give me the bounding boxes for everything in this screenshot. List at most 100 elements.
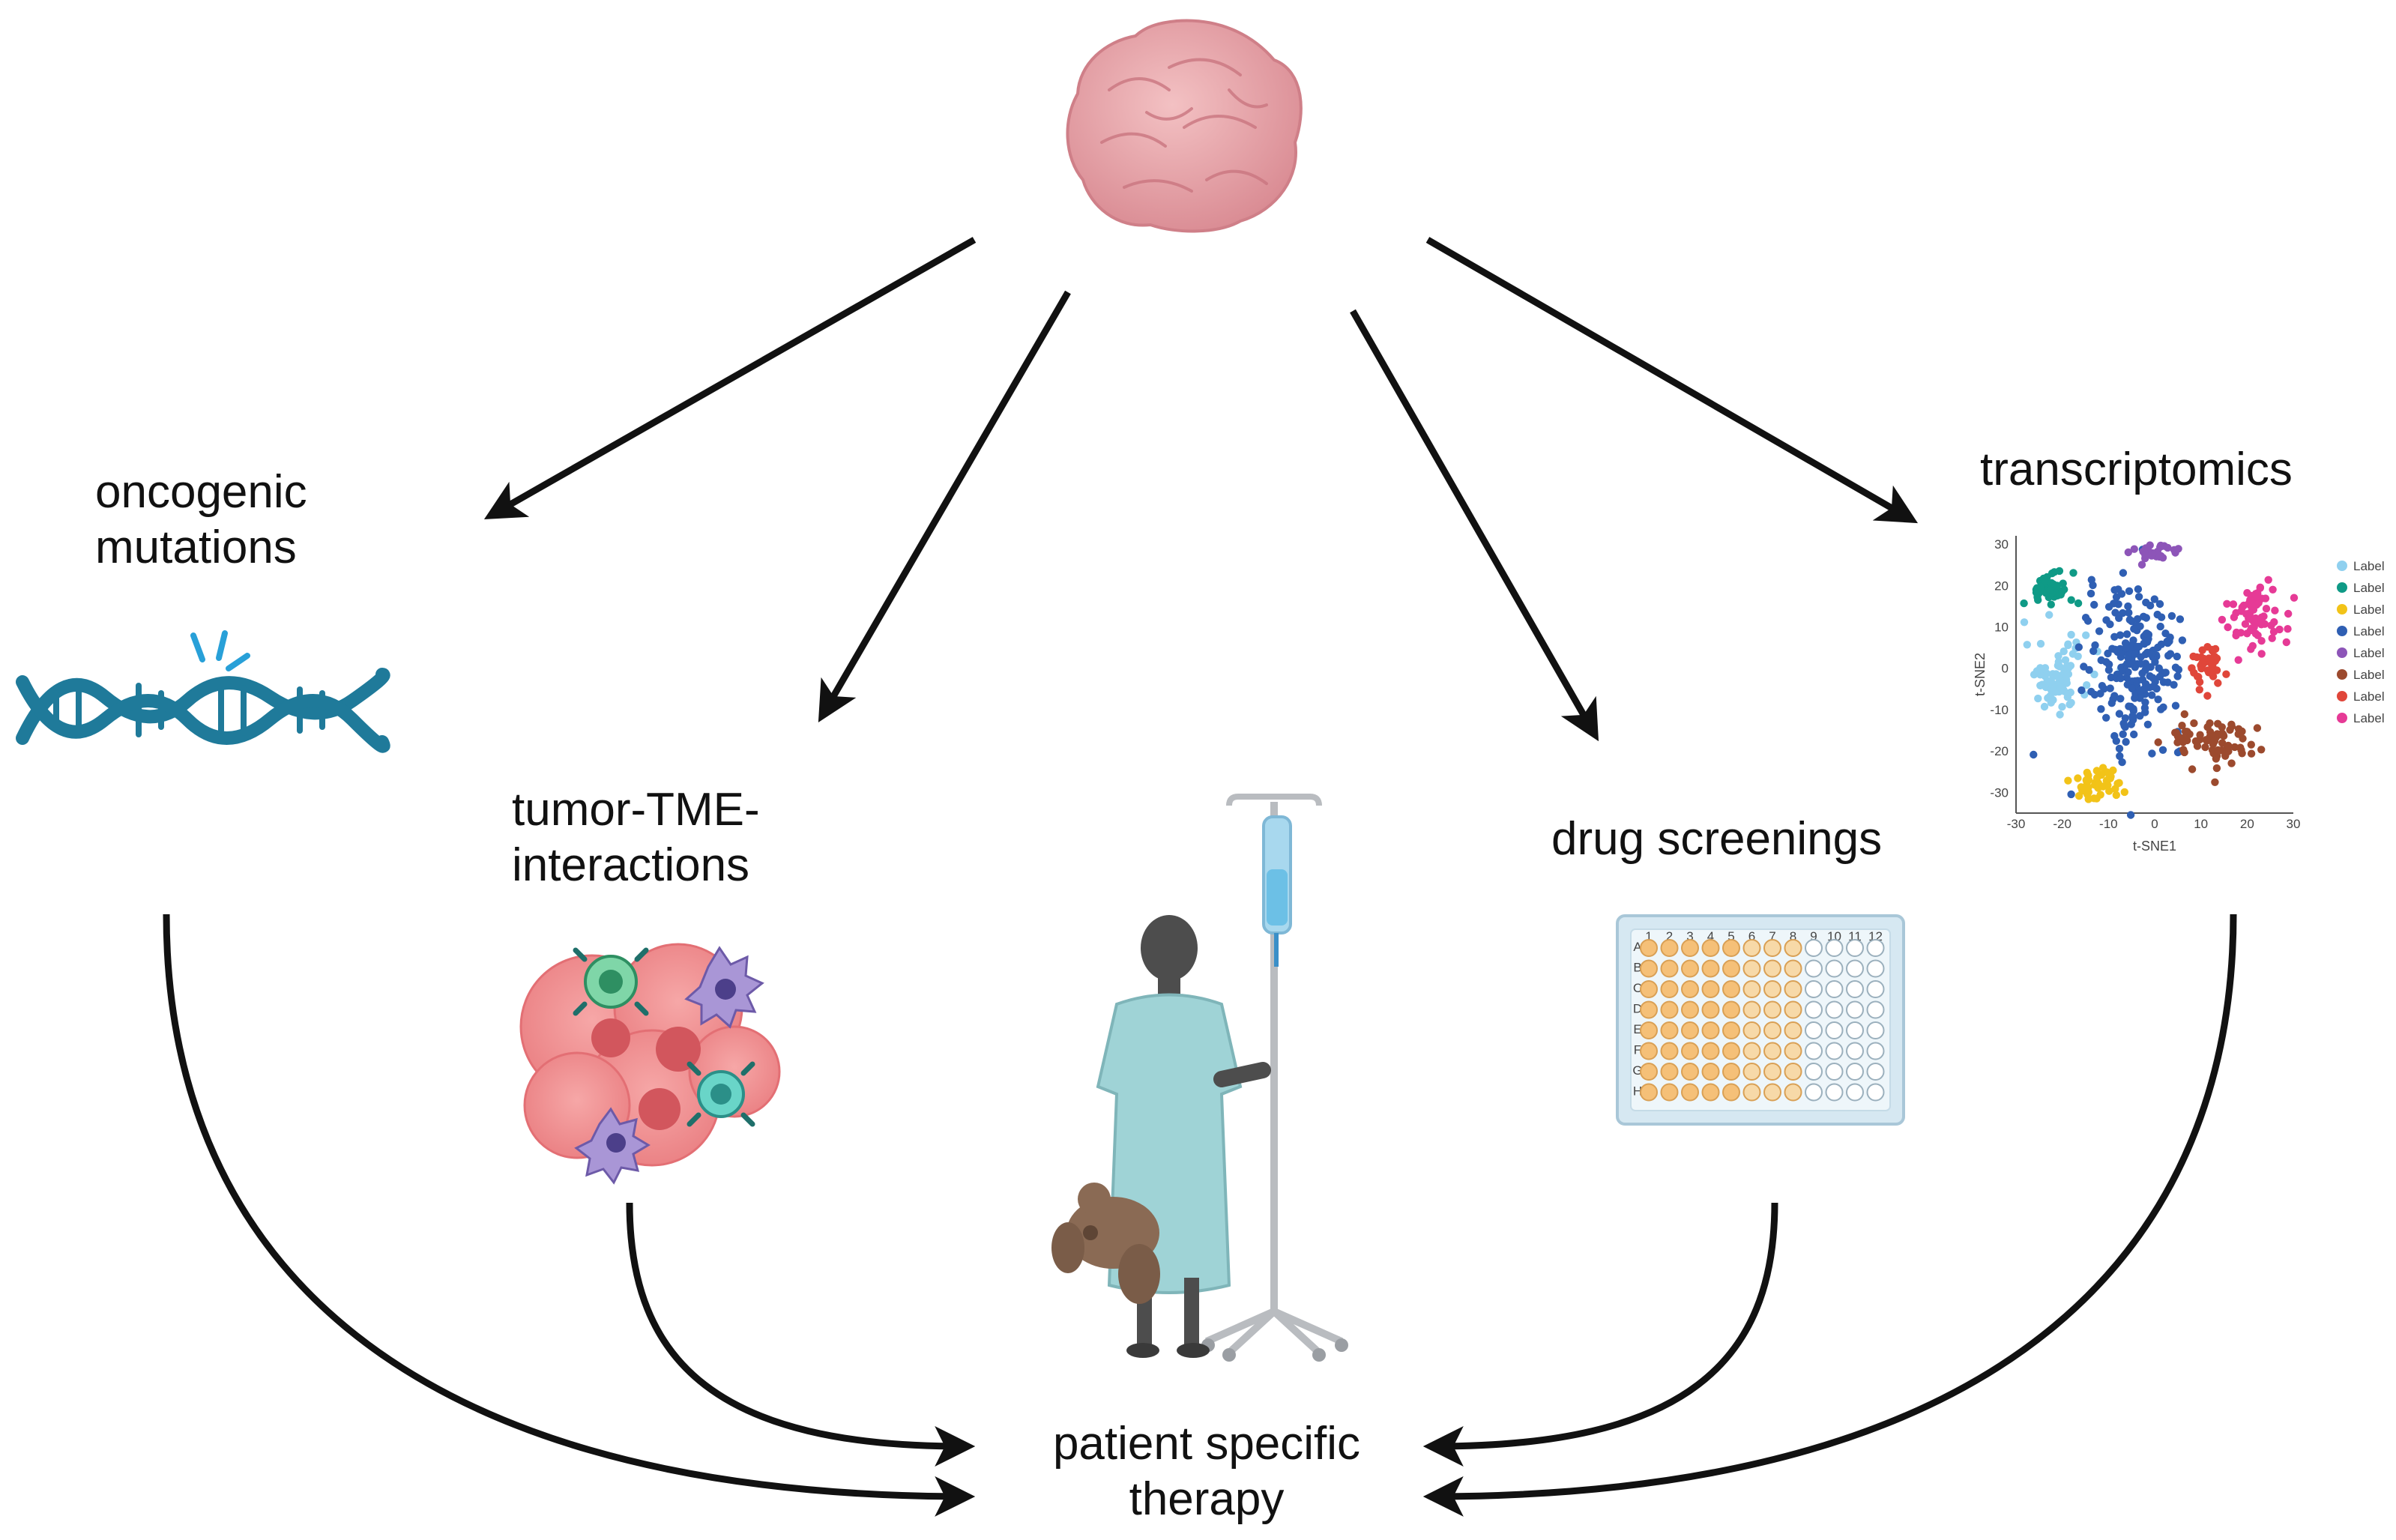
tsne-point [2246,596,2254,604]
plate-well [1681,1000,1699,1019]
plate-well [1763,1083,1781,1102]
tsne-point [2020,599,2028,608]
plate-well [1866,1083,1885,1102]
tsne-point [2257,637,2266,645]
tsne-point [2148,749,2156,758]
tsne-point [2080,662,2088,671]
tsne-legend-label: Label [2353,559,2385,573]
tsne-point [2032,588,2041,597]
tsne-point [2176,615,2185,623]
plate-column-label: 8 [1790,929,1796,943]
tsne-point [2218,723,2226,731]
plate-well [1660,939,1679,957]
tsne-point [2134,593,2143,601]
plate-well [1825,1042,1844,1060]
tsne-point [2049,580,2058,588]
tsne-point [2143,720,2152,728]
plate-well [1846,939,1864,957]
tsne-xtick: -30 [2007,817,2026,831]
tsne-point [2143,629,2151,638]
tsne-point [2180,710,2188,719]
plate-row-label: D [1633,1002,1642,1016]
tsne-point [2198,659,2206,668]
tsne-point [2116,752,2124,761]
tsne-point [2128,712,2137,720]
plate-well [1825,939,1844,957]
tsne-point [2173,672,2182,680]
plate-well [1825,1063,1844,1081]
tsne-point [2134,585,2143,594]
plate-well [1805,1083,1823,1102]
plate-well [1805,1000,1823,1019]
plate-well [1846,980,1864,998]
plate-well [1701,959,1720,978]
plate-well [1846,1000,1864,1019]
tsne-point [2102,713,2110,722]
tme-cluster-icon [519,943,781,1185]
tsne-point [2045,611,2054,619]
plate-well [1681,1021,1699,1039]
plate-well [1784,939,1802,957]
plate-well [1763,1063,1781,1081]
tsne-point [2074,599,2083,608]
tsne-legend-label: Label [2353,603,2385,617]
tsne-point [2117,590,2126,598]
tsne-point [2033,667,2042,675]
tumor-icon [1066,19,1303,233]
tsne-point [2119,569,2128,577]
plate-well [1763,1021,1781,1039]
tsne-point [2264,576,2272,584]
tsne-point [2092,773,2101,782]
tsne-point [2251,629,2260,638]
tsne-legend-swatch [2337,647,2347,658]
plate-well [1640,1083,1658,1102]
tsne-point [2104,603,2113,611]
plate-well [1660,980,1679,998]
plate-well [1722,1083,1740,1102]
plate-column-label: 4 [1707,929,1714,943]
tsne-point [2227,759,2236,767]
tsne-point [2146,541,2154,549]
tsne-point [2111,609,2119,617]
tsne-legend-label: Label [2353,689,2385,704]
patient-icon [1051,794,1348,1362]
tsne-xtick: -10 [2099,817,2118,831]
tsne-point [2192,737,2200,746]
plate-row-label: B [1633,961,1641,975]
tsne-point [2155,600,2164,609]
tsne-point [2118,667,2126,675]
tsne-point [2196,731,2204,739]
tsne-point [2083,681,2091,689]
plate-well [1866,1042,1885,1060]
tsne-point [2269,627,2278,636]
tsne-point [2257,746,2266,754]
plate-well [1722,939,1740,957]
tsne-point [2136,622,2144,630]
tsne-point [2149,683,2158,691]
plate-well [1722,1063,1740,1081]
tsne-point [2238,603,2246,612]
tsne-point [2282,638,2290,647]
tsne-legend-swatch [2337,604,2347,615]
tsne-point [2190,719,2198,728]
plate-well [1846,1042,1864,1060]
plate-well [1742,1042,1761,1060]
plate-well [1784,1063,1802,1081]
tsne-point [2074,791,2083,800]
plate-well [1681,1083,1699,1102]
label-tumor-tme-interactions: tumor-TME- interactions [512,782,760,893]
tsne-point [2040,702,2049,711]
plate-well [1681,980,1699,998]
plate-well [1660,1021,1679,1039]
plate-well [1640,1021,1658,1039]
tsne-point [2110,632,2119,641]
tsne-point [2221,750,2230,758]
tsne-point [2179,746,2188,754]
plate-well [1805,939,1823,957]
label-patient-specific-therapy: patient specific therapy [974,1416,1439,1527]
tsne-point [2164,638,2172,647]
tsne-point [2112,791,2120,800]
plate-well [1866,939,1885,957]
tsne-point [2083,768,2091,777]
tsne-point [2067,790,2075,799]
